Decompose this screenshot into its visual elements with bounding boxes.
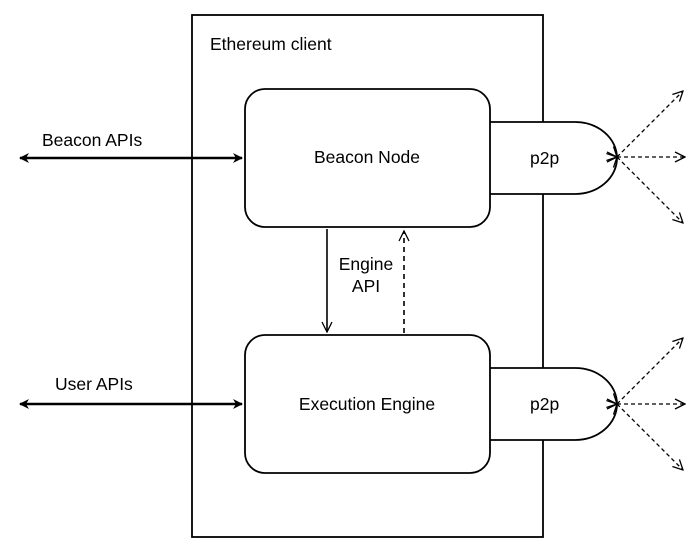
ethereum-client-container bbox=[191, 14, 544, 538]
engine-api-label-line1: Engine bbox=[339, 254, 394, 274]
beacon-peer-arrow-up bbox=[617, 91, 683, 157]
user-apis-label: User APIs bbox=[55, 374, 133, 394]
beacon-apis-label: Beacon APIs bbox=[42, 130, 142, 150]
beacon-p2p-peer-connections bbox=[617, 91, 685, 223]
beacon-peer-arrow-down bbox=[617, 157, 683, 223]
execution-peer-arrow-down bbox=[617, 404, 683, 470]
beacon-node-box bbox=[244, 88, 491, 228]
execution-p2p-peer-connections bbox=[617, 338, 685, 470]
execution-engine-box bbox=[244, 334, 491, 474]
engine-api-label-line2: API bbox=[352, 276, 380, 296]
execution-peer-arrow-up bbox=[617, 338, 683, 404]
ethereum-client-title: Ethereum client bbox=[210, 34, 332, 54]
beacon-p2p-label: p2p bbox=[530, 148, 559, 168]
execution-p2p-label: p2p bbox=[530, 394, 559, 414]
execution-engine-label: Execution Engine bbox=[299, 394, 435, 414]
beacon-node-label: Beacon Node bbox=[314, 147, 420, 167]
